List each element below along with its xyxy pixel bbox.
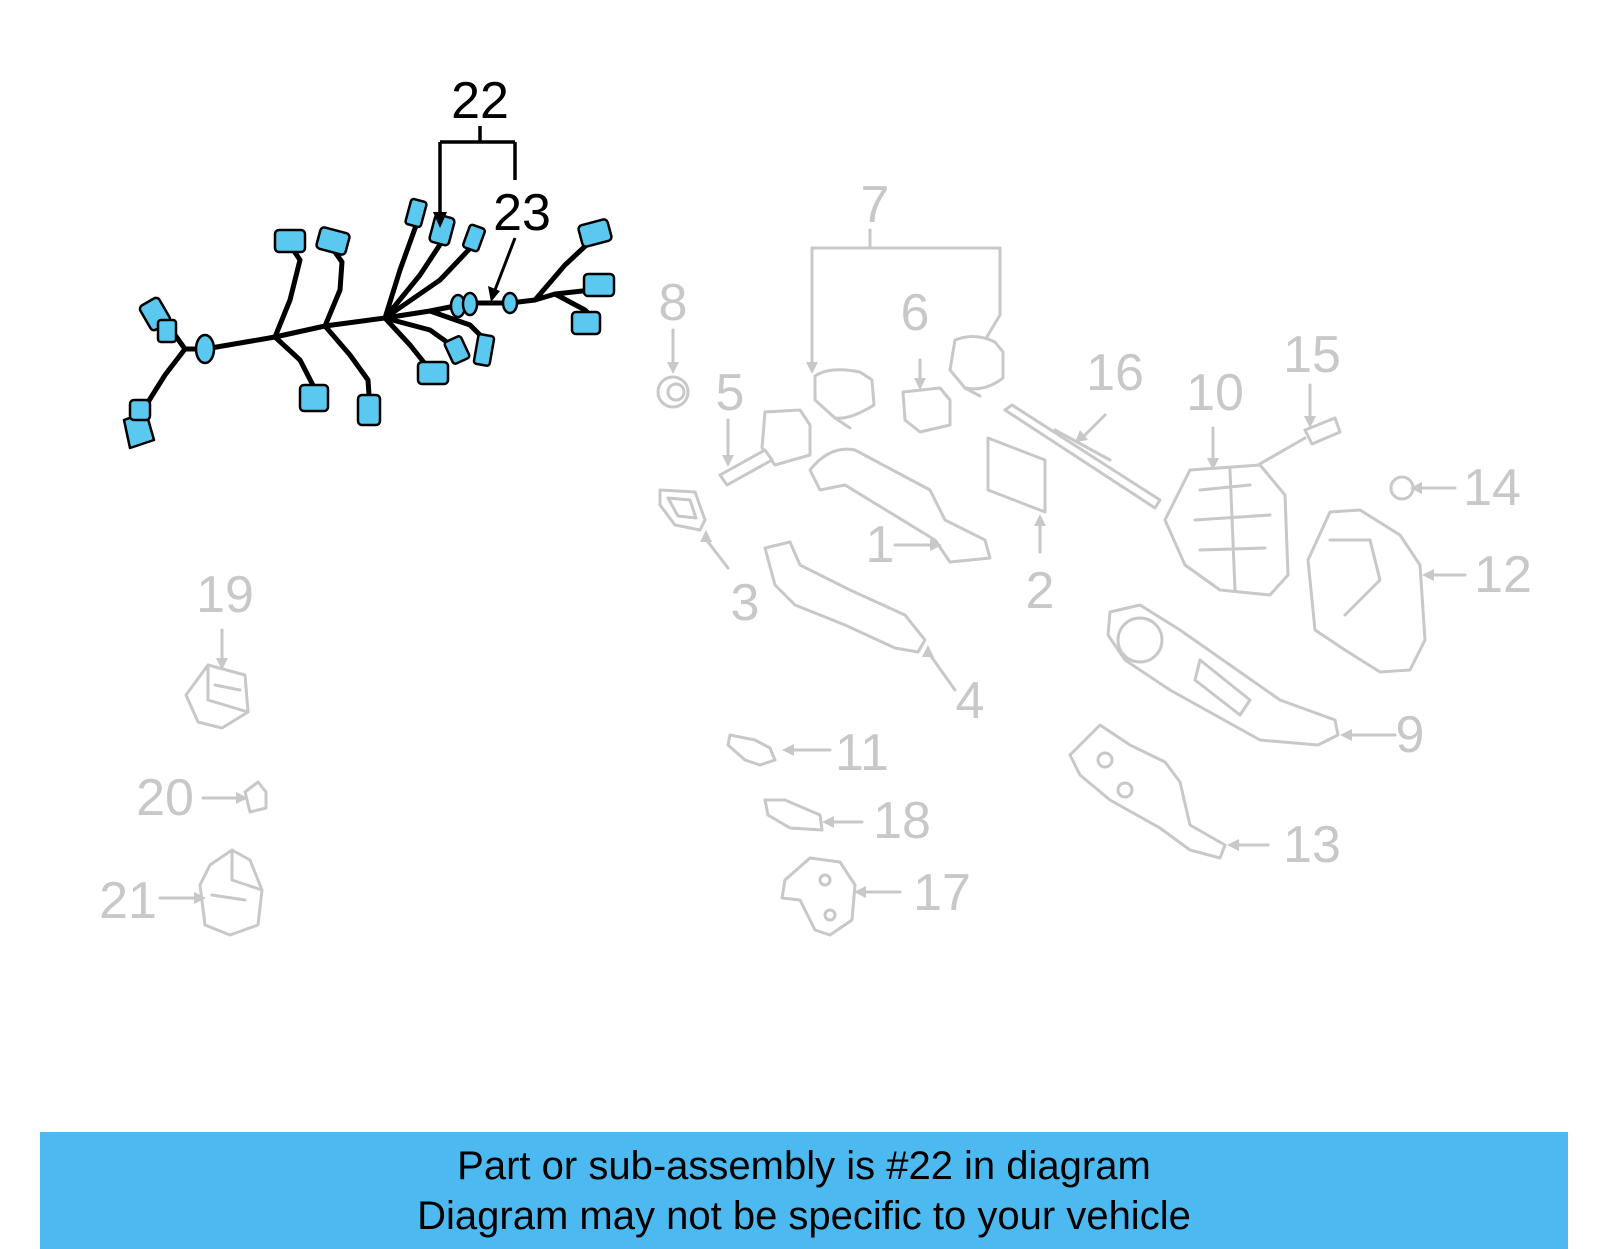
callout-23-label: 23 xyxy=(493,184,551,242)
callout-4: 4 xyxy=(956,672,985,730)
callout-22: 22 xyxy=(433,72,517,228)
part-14-clip[interactable] xyxy=(1389,475,1457,501)
callout-7: 7 xyxy=(861,176,890,234)
part-8-plug[interactable] xyxy=(656,328,690,409)
callout-13: 13 xyxy=(1283,816,1341,874)
callout-8: 8 xyxy=(659,274,688,332)
callout-5: 5 xyxy=(716,364,745,422)
part-21-hinge[interactable] xyxy=(158,848,264,937)
callout-14: 14 xyxy=(1463,459,1521,517)
callout-6: 6 xyxy=(901,284,930,342)
callout-22-label: 22 xyxy=(451,72,509,130)
part-7-handle-caps[interactable] xyxy=(806,228,1005,430)
part-13-bracket[interactable] xyxy=(1068,723,1270,860)
callout-9: 9 xyxy=(1396,706,1425,764)
callout-2: 2 xyxy=(1026,562,1055,620)
part-4-handle-frame[interactable] xyxy=(763,540,957,692)
part-16-rod[interactable] xyxy=(1003,403,1162,510)
callout-18: 18 xyxy=(873,792,931,850)
banner-line-disclaimer: Diagram may not be specific to your vehi… xyxy=(417,1194,1191,1238)
part-19-hinge[interactable] xyxy=(184,628,250,730)
callout-15: 15 xyxy=(1283,326,1341,384)
callout-3: 3 xyxy=(731,574,760,632)
part-5-lock-cylinder[interactable] xyxy=(718,408,812,487)
part-10-latch[interactable] xyxy=(1163,426,1290,597)
callout-21: 21 xyxy=(99,872,157,930)
callout-16: 16 xyxy=(1086,344,1144,402)
callout-11: 11 xyxy=(835,724,889,782)
part-20-nut[interactable] xyxy=(201,780,268,814)
part-2-label[interactable] xyxy=(986,436,1047,554)
callout-1: 1 xyxy=(866,516,895,574)
part-11-bolt[interactable] xyxy=(726,733,832,767)
part-6-cap[interactable] xyxy=(901,358,952,434)
banner-line-part: Part or sub-assembly is #22 in diagram xyxy=(457,1144,1151,1188)
notice-banner: Part or sub-assembly is #22 in diagram D… xyxy=(40,1132,1568,1249)
part-9-inner-handle[interactable] xyxy=(1106,603,1397,747)
part-12-cover[interactable] xyxy=(1306,508,1467,674)
part-3-gasket[interactable] xyxy=(658,488,730,570)
part-18-screw[interactable] xyxy=(763,798,864,832)
callout-19: 19 xyxy=(196,566,254,624)
callout-23: 23 xyxy=(488,184,551,302)
part-1-outer-handle[interactable] xyxy=(808,447,992,564)
callout-20: 20 xyxy=(136,769,194,827)
wiring-harness-part-22[interactable] xyxy=(122,197,616,450)
part-15-connector[interactable] xyxy=(1256,383,1342,467)
part-17-striker-plate[interactable] xyxy=(780,856,902,937)
callout-10: 10 xyxy=(1186,364,1244,422)
callout-17: 17 xyxy=(913,864,971,922)
callout-12: 12 xyxy=(1474,546,1532,604)
